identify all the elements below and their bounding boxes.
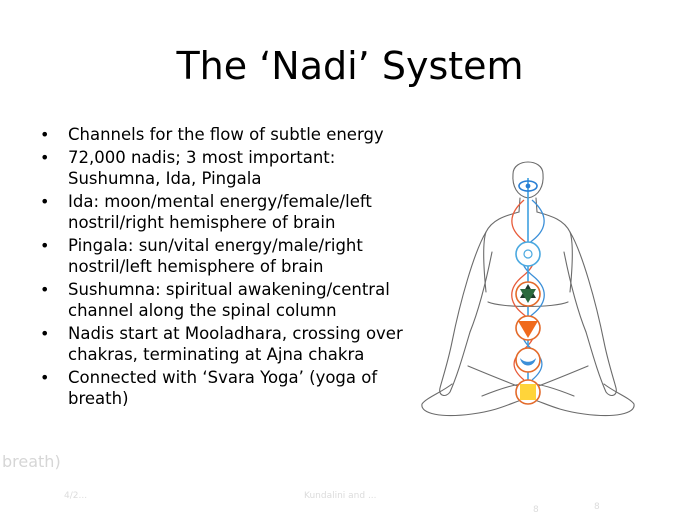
bullet-marker: •: [40, 368, 50, 387]
anahata-chakra: [515, 281, 541, 307]
muladhara-chakra: [515, 379, 541, 405]
footer-page-number: 8: [533, 505, 539, 515]
manipura-chakra: [515, 315, 541, 341]
bullet-marker: •: [40, 236, 50, 255]
footer-title: Kundalini and ...: [304, 491, 377, 501]
bullet-item: •Ida: moon/mental energy/female/left nos…: [40, 192, 372, 232]
bullet-item: •Nadis start at Mooladhara, crossing ove…: [40, 324, 403, 364]
right-inner-arm: [563, 251, 587, 333]
ajna-chakra: [518, 180, 538, 192]
right-torso-outline: [536, 211, 573, 293]
bullet-marker: •: [40, 192, 50, 211]
bullet-marker: •: [40, 280, 50, 299]
meditating-figure-illustration: [421, 161, 635, 417]
ghost-overflow-text: breath): [2, 452, 61, 471]
right-arm-outline: [569, 231, 617, 397]
footer-date: 4/2...: [64, 491, 88, 501]
bullet-item: •Pingala: sun/vital energy/male/right no…: [40, 236, 363, 276]
head-outline: [512, 161, 544, 199]
bullet-item: •Sushumna: spiritual awakening/central c…: [40, 280, 390, 320]
left-inner-arm: [469, 251, 493, 333]
svadhisthana-chakra: [515, 347, 541, 373]
bullet-list: •Channels for the flow of subtle energy …: [38, 124, 408, 411]
right-leg-outline: [527, 383, 635, 417]
left-arm-outline: [439, 231, 487, 397]
bullet-item: •72,000 nadis; 3 most important: Sushumn…: [40, 148, 336, 188]
bullet-marker: •: [40, 148, 50, 167]
vishuddha-chakra: [515, 241, 541, 267]
bullet-marker: •: [40, 125, 50, 144]
slide-title: The ‘Nadi’ System: [176, 44, 524, 88]
bullet-item: •Connected with ‘Svara Yoga’ (yoga of br…: [40, 368, 378, 408]
left-leg-outline: [421, 383, 529, 417]
bullet-item: •Channels for the flow of subtle energy: [40, 125, 384, 144]
left-torso-outline: [483, 211, 520, 293]
bullet-marker: •: [40, 324, 50, 343]
footer-slide-number: 8: [594, 502, 600, 512]
